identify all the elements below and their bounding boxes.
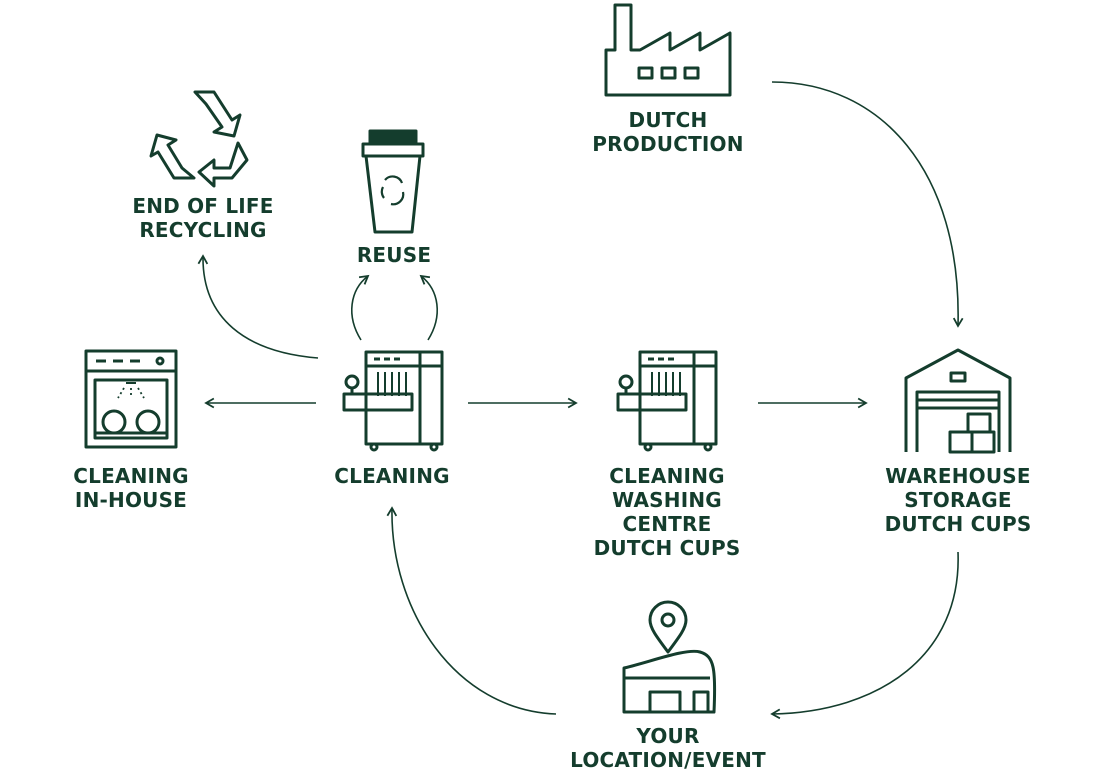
recycle-icon [149, 90, 249, 188]
warehouse-label: WAREHOUSE STORAGE DUTCH CUPS [858, 464, 1058, 536]
arrow-production-to-warehouse [771, 81, 964, 328]
washing-centre-label-line: DUTCH CUPS [593, 536, 741, 560]
reuse-label-line: REUSE [356, 243, 432, 267]
recycling-label-line: RECYCLING [139, 218, 267, 242]
washing-centre-label-line: CENTRE [622, 512, 712, 536]
washing-centre-label: CLEANING WASHING CENTRE DUTCH CUPS [567, 464, 767, 560]
arrow-reuse-left [351, 274, 370, 341]
production-label: DUTCH PRODUCTION [568, 108, 768, 156]
cleaning-in-house-label-line: IN-HOUSE [74, 488, 188, 512]
cleaning-in-house-label-line: CLEANING [73, 464, 189, 488]
location-pin-icon [622, 600, 717, 714]
warehouse-icon [904, 348, 1012, 454]
location-label-line: YOUR [636, 724, 700, 748]
location-label: YOUR LOCATION/EVENT [548, 724, 788, 772]
arrow-cleaning-to-recycling [197, 254, 319, 359]
warehouse-label-line: WAREHOUSE [885, 464, 1031, 488]
production-label-line: PRODUCTION [592, 132, 744, 156]
cleaning-label-line: CLEANING [334, 464, 450, 488]
arrow-reuse-right [419, 274, 438, 341]
factory-icon [604, 3, 732, 97]
washing-centre-label-line: WASHING [612, 488, 722, 512]
cup-icon [361, 129, 425, 234]
dishwasher-icon [84, 349, 178, 449]
washing-machine-icon [342, 350, 444, 452]
arrow-warehouse-to-location [770, 551, 959, 720]
warehouse-label-line: DUTCH CUPS [884, 512, 1032, 536]
location-label-line: LOCATION/EVENT [570, 748, 766, 772]
cleaning-in-house-label: CLEANING IN-HOUSE [51, 464, 211, 512]
arrow-location-to-cleaning [386, 506, 557, 715]
washing-machine-icon [616, 350, 718, 452]
warehouse-label-line: STORAGE [904, 488, 1012, 512]
recycling-label-line: END OF LIFE [132, 194, 274, 218]
washing-centre-label-line: CLEANING [609, 464, 725, 488]
production-label-line: DUTCH [628, 108, 708, 132]
reuse-label: REUSE [334, 243, 454, 267]
cleaning-label: CLEANING [312, 464, 472, 488]
recycling-label: END OF LIFE RECYCLING [103, 194, 303, 242]
